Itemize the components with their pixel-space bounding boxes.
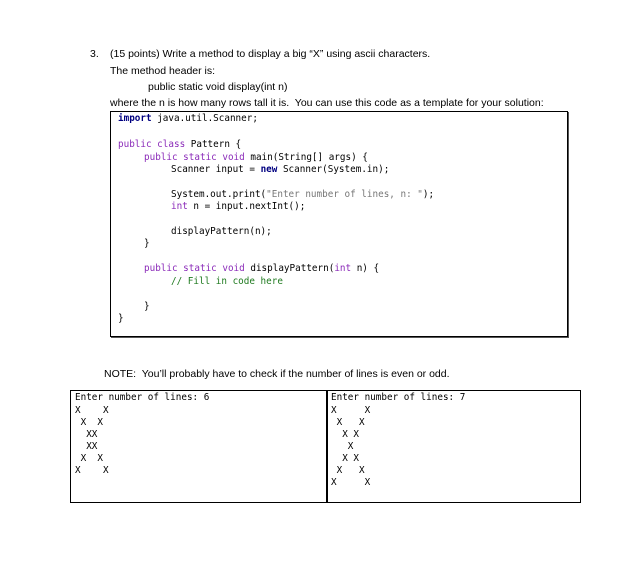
code-text: ); — [422, 189, 435, 200]
output-line: X X — [75, 417, 103, 428]
output-prompt: Enter number of lines: 6 — [75, 392, 210, 403]
keyword: int — [171, 201, 188, 212]
output-line: X X — [331, 477, 371, 488]
output-line: X X — [75, 405, 109, 416]
comment: // Fill in code here — [171, 276, 283, 287]
code-line-call: displayPattern(n); — [171, 226, 272, 237]
code-line-main: public static void main(String[] args) { — [144, 152, 368, 164]
instructions: where the n is how many rows tall it is.… — [110, 97, 544, 109]
question-number: 3. — [90, 48, 99, 60]
sample-output-6: Enter number of lines: 6 X X X X XX XX X… — [70, 390, 328, 503]
output-line: X X — [331, 417, 365, 428]
code-text: n = input.nextInt(); — [187, 201, 306, 212]
code-line-display: public static void displayPattern(int n)… — [144, 263, 379, 275]
code-line-print: System.out.print("Enter number of lines,… — [171, 189, 434, 201]
keyword: public static void — [144, 152, 245, 163]
keyword: new — [260, 164, 278, 175]
code-line-comment: // Fill in code here — [171, 276, 283, 288]
code-text: Pattern { — [185, 139, 242, 150]
output-line: X X — [331, 405, 371, 416]
code-line-class: public class Pattern { — [118, 139, 241, 151]
string-literal: "Enter number of lines, n: " — [266, 189, 423, 200]
output-line: X X — [331, 453, 359, 464]
sample-output-7: Enter number of lines: 7 X X X X X X X X… — [326, 390, 581, 503]
code-template: import java.util.Scanner; public class P… — [110, 111, 568, 337]
code-text: java.util.Scanner; — [151, 113, 258, 124]
code-line-import: import java.util.Scanner; — [118, 113, 258, 125]
code-text: n) { — [351, 263, 380, 274]
output-line: X X — [331, 465, 365, 476]
method-header: public static void display(int n) — [148, 81, 288, 93]
output-line: X — [331, 441, 354, 452]
code-text: System.out.print( — [171, 189, 267, 200]
output-line: X X — [75, 453, 103, 464]
code-line-scanner: Scanner input = new Scanner(System.in); — [171, 164, 389, 176]
output-prompt: Enter number of lines: 7 — [331, 392, 466, 403]
code-text: main(String[] args) { — [244, 152, 368, 163]
code-line-int: int n = input.nextInt(); — [171, 201, 305, 213]
output-line: X X — [331, 429, 359, 440]
code-line-close-class: } — [118, 313, 124, 324]
code-line-close-main: } — [144, 238, 150, 249]
method-intro: The method header is: — [110, 65, 216, 77]
output-line: XX — [75, 429, 98, 440]
question-header: (15 points) Write a method to display a … — [110, 48, 431, 60]
code-text: displayPattern( — [244, 263, 335, 274]
output-line: XX — [75, 441, 98, 452]
keyword: public class — [118, 139, 186, 150]
note: NOTE: You’ll probably have to check if t… — [104, 368, 450, 380]
keyword: public static void — [144, 263, 245, 274]
code-text: Scanner input = — [171, 164, 261, 175]
keyword: import — [118, 113, 152, 124]
output-line: X X — [75, 465, 109, 476]
code-text: Scanner(System.in); — [277, 164, 390, 175]
code-line-close-display: } — [144, 301, 150, 312]
keyword: int — [334, 263, 352, 274]
